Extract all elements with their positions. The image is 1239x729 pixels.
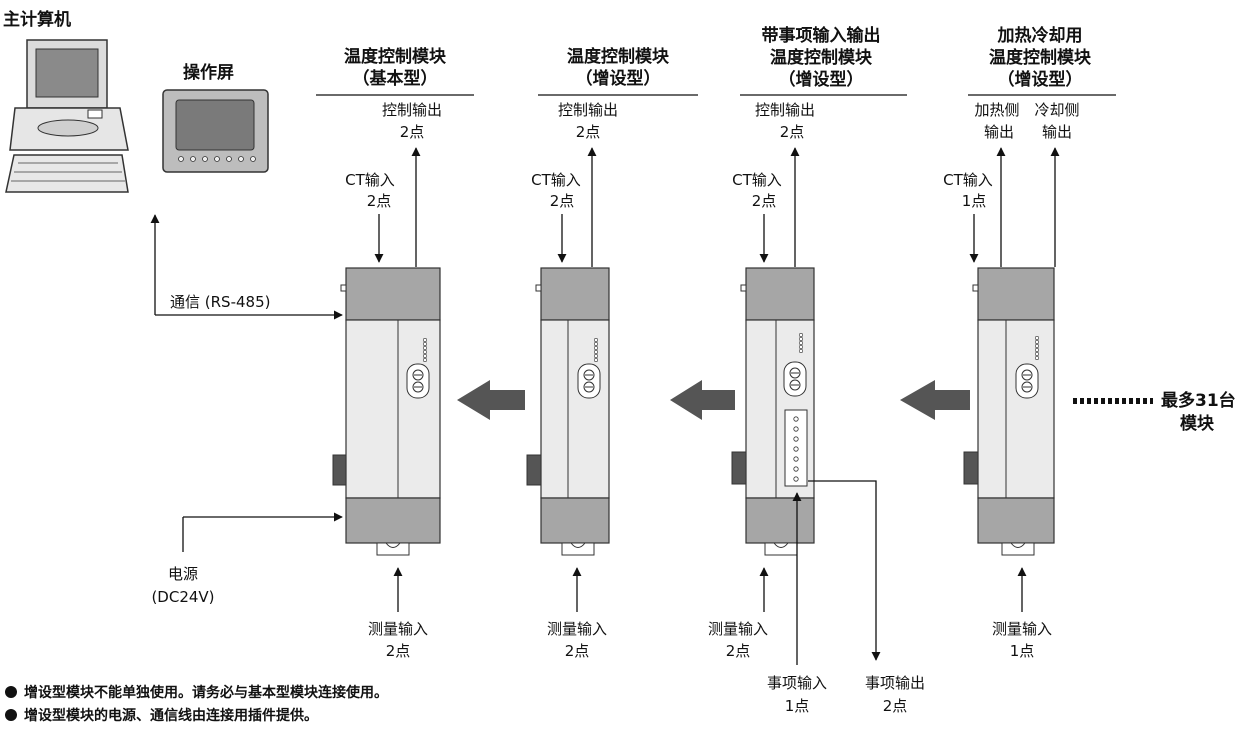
module-event-terminal-block: [784, 409, 808, 487]
module-heatcool-measure-input-1: 测量输入: [992, 620, 1052, 638]
module-ext-title-1: 温度控制模块: [567, 46, 670, 67]
module-heatcool-title-1: 加热冷却用: [997, 25, 1083, 46]
module-basic-ct-input-2: 2点: [367, 192, 392, 210]
module-event-ct-input-1: CT输入: [732, 171, 782, 189]
note-1: 增设型模块不能单独使用。请务必与基本型模块连接使用。: [24, 684, 388, 701]
host-computer-label: 主计算机: [3, 9, 71, 30]
notes: 增设型模块不能单独使用。请务必与基本型模块连接使用。 增设型模块的电源、通信线由…: [5, 684, 388, 724]
module-ext-ct-input-1: CT输入: [531, 171, 581, 189]
module-basic-title-1: 温度控制模块: [344, 46, 447, 67]
module-basic-device: [332, 267, 441, 556]
module-event-event-output-2: 2点: [883, 697, 908, 715]
module-event-control-output-2: 2点: [780, 123, 805, 141]
operation-screen-icon: [162, 89, 269, 173]
module-basic-rotary-switch: [406, 363, 430, 399]
module-ext-ct-input-2: 2点: [550, 192, 575, 210]
module-heatcool-heat-output-2: 输出: [984, 123, 1014, 141]
module-ext-measure-input-2: 2点: [565, 642, 590, 660]
module-ext-measure-input-1: 测量输入: [547, 620, 607, 638]
communication-label: 通信 (RS-485): [170, 293, 270, 311]
note-bullet-icon: [5, 686, 17, 698]
operation-screen-label: 操作屏: [183, 62, 234, 83]
host-computer-icon: 主计算机: [3, 9, 129, 193]
module-basic-led-indicators: [422, 337, 427, 362]
module-event-device: [731, 267, 815, 556]
power-label-line2: (DC24V): [151, 588, 214, 606]
module-heatcool-title-3: （增设型）: [998, 69, 1083, 90]
module-heatcool-cool-output-1: 冷却侧: [1034, 101, 1079, 119]
module-event-title-1: 带事项输入输出: [762, 25, 881, 46]
module-event-ct-input-2: 2点: [752, 192, 777, 210]
module-ext-title-2: （增设型）: [576, 68, 661, 89]
module-basic-measure-input-1: 测量输入: [368, 620, 428, 638]
module-event-title-3: （增设型）: [779, 69, 864, 90]
module-ext-control-output-2: 2点: [576, 123, 601, 141]
module-ext-device: [526, 267, 610, 556]
max-modules-label-2: 模块: [1180, 413, 1215, 434]
module-event-measure-input-1: 测量输入: [708, 620, 768, 638]
module-event-measure-input-2: 2点: [726, 642, 751, 660]
module-basic-title-2: （基本型）: [353, 68, 438, 89]
module-heatcool-measure-input-2: 1点: [1010, 642, 1035, 660]
module-event-event-input-1: 事项输入: [767, 674, 827, 692]
module-ext-control-output-1: 控制输出: [558, 101, 618, 119]
module-heatcool-heat-output-1: 加热侧: [974, 101, 1019, 119]
module-heatcool-title-2: 温度控制模块: [989, 47, 1092, 68]
module-event-event-output-arrow: [808, 480, 881, 661]
note-bullet-icon: [5, 709, 17, 721]
module-event-title-2: 温度控制模块: [770, 47, 873, 68]
module-basic-ct-input-1: CT输入: [345, 171, 395, 189]
connection-arrow-1: [457, 380, 525, 420]
module-event-control-output-1: 控制输出: [755, 101, 815, 119]
module-basic-measure-input-2: 2点: [386, 642, 411, 660]
connection-arrow-3: [900, 380, 970, 420]
connection-arrow-2: [670, 380, 735, 420]
module-heatcool-ct-input-1: CT输入: [943, 171, 993, 189]
module-heatcool-ct-input-2: 1点: [962, 192, 987, 210]
note-2: 增设型模块的电源、通信线由连接用插件提供。: [24, 707, 318, 724]
module-heatcool-cool-output-2: 输出: [1042, 123, 1072, 141]
module-event-event-output-1: 事项输出: [865, 674, 925, 692]
power-label-line1: 电源: [168, 565, 198, 583]
module-basic-control-output-1: 控制输出: [382, 101, 442, 119]
module-heatcool-device: [963, 267, 1055, 556]
module-event-event-input-2: 1点: [785, 697, 810, 715]
module-basic-control-output-2: 2点: [400, 123, 425, 141]
max-modules-label-1: 最多31台: [1161, 390, 1236, 411]
